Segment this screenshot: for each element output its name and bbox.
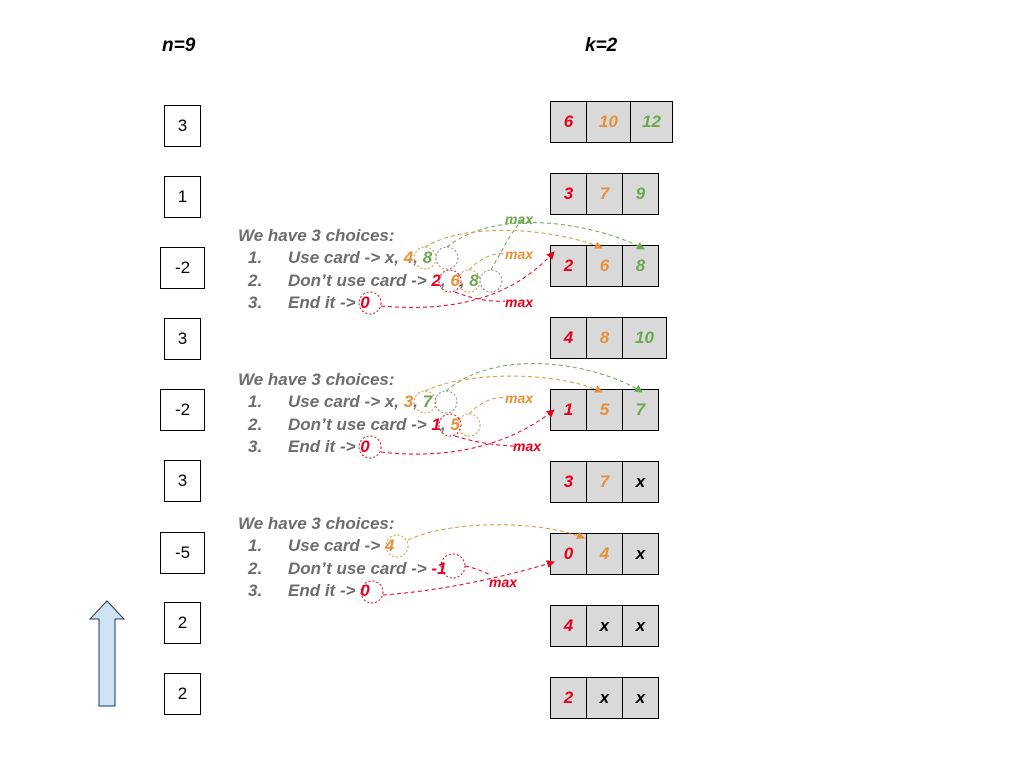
n-header: n=9 — [162, 35, 196, 56]
note-line-dont-use-card: 2.Don’t use card -> -1 — [248, 559, 447, 578]
dp-row-2: 3 7 9 — [550, 173, 659, 215]
dp-cell: x — [622, 533, 659, 575]
card-6: 3 — [164, 460, 201, 502]
dp-cell: 3 — [550, 173, 587, 215]
dp-cell: x — [586, 605, 623, 647]
dp-cell: 0 — [550, 533, 587, 575]
dp-row-4: 4 8 10 — [550, 317, 667, 359]
dp-cell: 8 — [622, 245, 659, 287]
dp-cell: 5 — [586, 389, 623, 431]
dp-cell: 4 — [550, 317, 587, 359]
note-title: We have 3 choices: — [238, 514, 395, 533]
dp-row-7: 0 4 x — [550, 533, 659, 575]
dp-row-1: 6 10 12 — [550, 101, 673, 143]
dp-cell: 7 — [586, 173, 623, 215]
k-header: k=2 — [585, 35, 618, 56]
dp-cell: 9 — [622, 173, 659, 215]
dp-cell: 4 — [550, 605, 587, 647]
dp-cell: 7 — [622, 389, 659, 431]
card-8: 2 — [164, 602, 201, 644]
dp-cell: 4 — [586, 533, 623, 575]
card-1: 3 — [164, 105, 201, 147]
choices-note-2: We have 3 choices: 1.Use card -> x, 3, 7… — [238, 370, 538, 465]
max-label: max — [489, 574, 518, 590]
note-line-use-card: 1.Use card -> x, 4, 8 — [248, 248, 433, 267]
dp-row-3: 2 6 8 — [550, 245, 659, 287]
max-label: max — [505, 294, 534, 310]
note-title: We have 3 choices: — [238, 226, 395, 245]
dp-cell: x — [622, 461, 659, 503]
max-label: max — [505, 390, 534, 406]
note-line-dont-use-card: 2.Don’t use card -> 2, 6, 8 — [248, 271, 479, 290]
note-line-end-it: 3.End it -> 0 — [248, 437, 370, 456]
dp-cell: 2 — [550, 677, 587, 719]
card-7: -5 — [160, 532, 205, 574]
note-line-use-card: 1.Use card -> x, 3, 7 — [248, 392, 433, 411]
dp-cell: x — [586, 677, 623, 719]
card-4: 3 — [164, 318, 201, 360]
dp-cell: 3 — [550, 461, 587, 503]
dp-row-6: 3 7 x — [550, 461, 659, 503]
card-5: -2 — [160, 389, 205, 431]
max-label: max — [505, 246, 534, 262]
dp-row-9: 2 x x — [550, 677, 659, 719]
dp-cell: x — [622, 677, 659, 719]
choices-note-1: We have 3 choices: 1.Use card -> x, 4, 8… — [238, 226, 538, 321]
card-2: 1 — [164, 176, 201, 218]
dp-cell: 2 — [550, 245, 587, 287]
note-line-end-it: 3.End it -> 0 — [248, 293, 370, 312]
dp-cell: 6 — [586, 245, 623, 287]
dp-cell: 7 — [586, 461, 623, 503]
note-line-dont-use-card: 2.Don’t use card -> 1, 5 — [248, 415, 460, 434]
choices-note-3: We have 3 choices: 1.Use card -> 4 2.Don… — [238, 514, 538, 609]
dp-cell: 10 — [586, 101, 631, 143]
dp-cell: 1 — [550, 389, 587, 431]
dp-row-5: 1 5 7 — [550, 389, 659, 431]
dp-cell: 8 — [586, 317, 623, 359]
card-9: 2 — [164, 673, 201, 715]
dp-cell: 10 — [622, 317, 667, 359]
note-line-end-it: 3.End it -> 0 — [248, 581, 370, 600]
dp-cell: 12 — [630, 101, 673, 143]
card-3: -2 — [160, 247, 205, 289]
max-label: max — [513, 438, 542, 454]
max-label: max — [505, 211, 534, 227]
dp-row-8: 4 x x — [550, 605, 659, 647]
note-line-use-card: 1.Use card -> 4 — [248, 536, 395, 555]
dp-cell: 6 — [550, 101, 587, 143]
note-title: We have 3 choices: — [238, 370, 395, 389]
dp-cell: x — [622, 605, 659, 647]
